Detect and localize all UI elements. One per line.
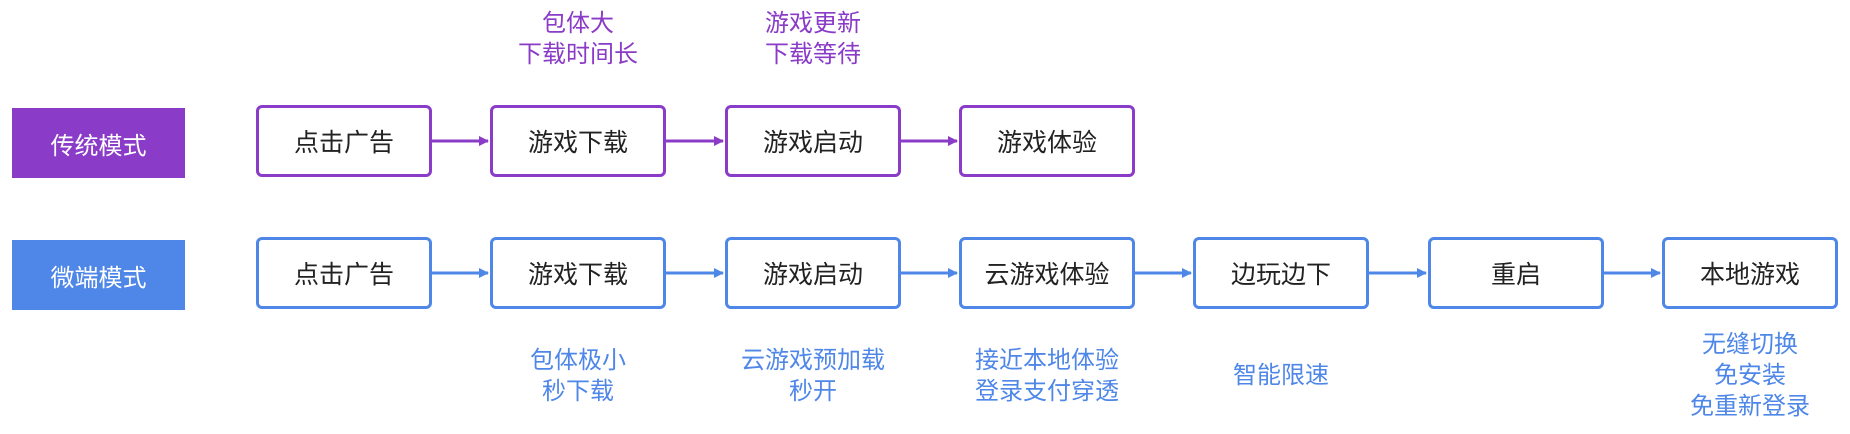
step-label: 点击广告: [293, 260, 394, 289]
step-label: 点击广告: [293, 128, 394, 157]
micro-note-cloud: 接近本地体验 登录支付穿透: [975, 346, 1119, 405]
micro-note-local: 无缝切换 免安装 免重新登录: [1690, 330, 1810, 420]
traditional-note-download: 包体大 下载时间长: [518, 9, 638, 68]
step-label: 游戏启动: [762, 128, 863, 157]
micro-note-throttle: 智能限速: [1233, 361, 1329, 389]
step-label: 本地游戏: [1699, 260, 1800, 289]
micro-mode-label: 微端模式: [12, 240, 185, 310]
traditional-step-launch: 游戏启动: [725, 105, 901, 177]
micro-step-local-game: 本地游戏: [1662, 237, 1838, 309]
micro-note-launch: 云游戏预加载 秒开: [741, 346, 885, 405]
traditional-step-experience: 游戏体验: [959, 105, 1135, 177]
traditional-note-launch: 游戏更新 下载等待: [765, 9, 861, 68]
step-label: 边玩边下: [1230, 260, 1331, 289]
micro-note-download: 包体极小 秒下载: [530, 346, 626, 405]
micro-step-play-while-download: 边玩边下: [1193, 237, 1369, 309]
traditional-mode-label-text: 传统模式: [50, 131, 147, 160]
step-label: 游戏下载: [527, 260, 628, 289]
step-label: 云游戏体验: [984, 260, 1110, 289]
micro-step-launch: 游戏启动: [725, 237, 901, 309]
micro-step-restart: 重启: [1428, 237, 1604, 309]
step-label: 游戏启动: [762, 260, 863, 289]
micro-step-download: 游戏下载: [490, 237, 666, 309]
traditional-mode-label: 传统模式: [12, 108, 185, 178]
micro-step-cloud-experience: 云游戏体验: [959, 237, 1135, 309]
micro-step-click-ad: 点击广告: [256, 237, 432, 309]
traditional-step-click-ad: 点击广告: [256, 105, 432, 177]
step-label: 游戏下载: [527, 128, 628, 157]
step-label: 重启: [1490, 260, 1541, 289]
micro-mode-label-text: 微端模式: [50, 263, 147, 292]
step-label: 游戏体验: [996, 128, 1097, 157]
traditional-step-download: 游戏下载: [490, 105, 666, 177]
